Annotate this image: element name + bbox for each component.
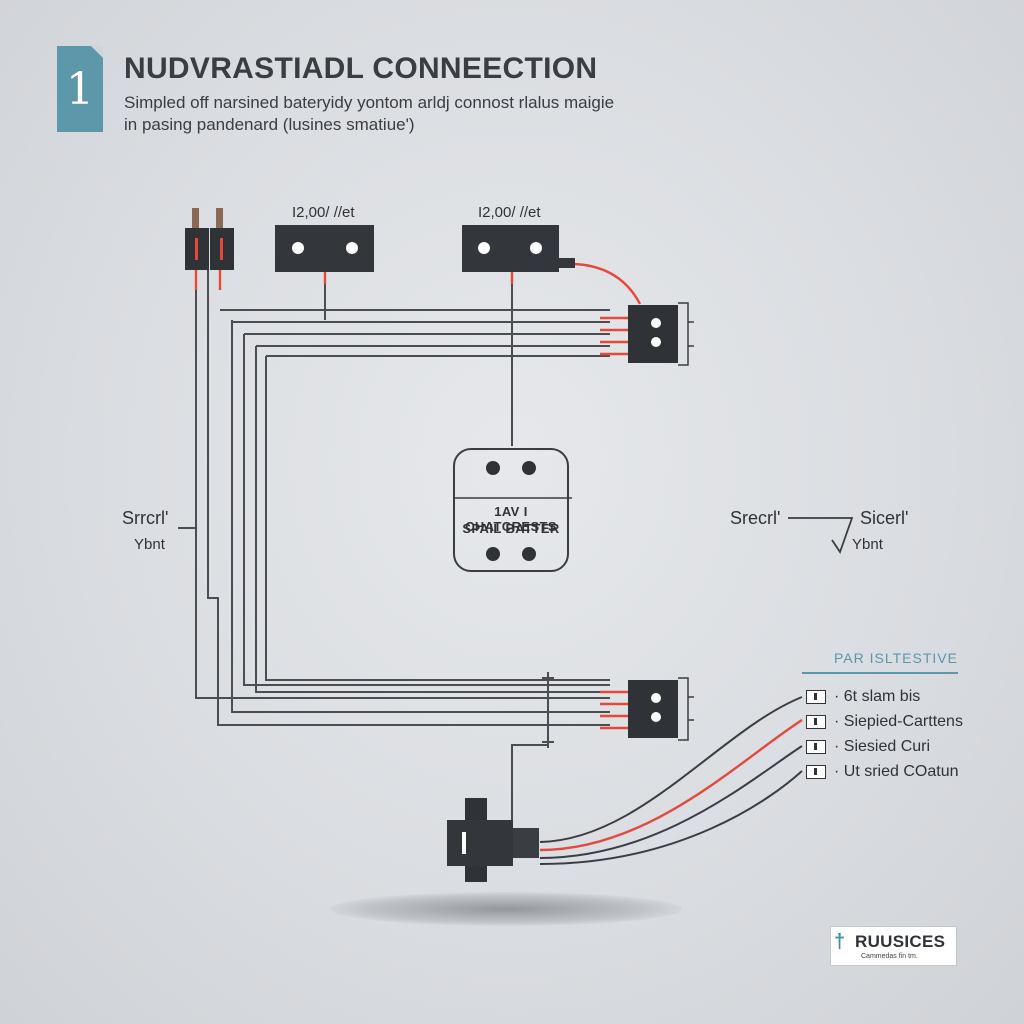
wire-1 (195, 270, 610, 699)
page-subtitle: Simpled off narsined bateryidy yontom ar… (124, 92, 684, 136)
fuse-pair (185, 208, 234, 270)
legend-item-label: · 6t slam bis (834, 688, 921, 705)
battery: 1AV I CHATCRESTS SPAIL BATTER (453, 448, 569, 572)
legend-item: · Ut sried COatun (806, 763, 958, 781)
brand-name: RUUSICES (855, 932, 946, 951)
red-pins-top (600, 316, 628, 356)
battery-label-line-1: 1AV I CHATCRESTS (465, 504, 557, 534)
wire-bundle-main (178, 270, 610, 820)
red-wire-legend (539, 718, 803, 852)
wire-7 (255, 346, 610, 693)
component-1 (275, 225, 374, 272)
legend-item: · Siesied Curi (806, 738, 930, 756)
step-number-badge: 1 (57, 46, 103, 132)
legend-fuse-icon (806, 765, 826, 779)
legend-divider (802, 672, 958, 674)
connector-bottom (628, 677, 694, 741)
wire-2 (207, 270, 610, 726)
badge-number: 1 (66, 63, 94, 115)
legend-harness (539, 696, 803, 865)
connector-top (628, 302, 694, 366)
probe-ticks (542, 677, 554, 743)
red-pins-bottom (600, 690, 628, 730)
wire-3 (231, 320, 610, 713)
right-switch-right-label: Sicerl' (860, 508, 909, 528)
right-switch-left-label: Srecrl' (730, 508, 781, 528)
battery-label-line-2: SPAIL BATTER (462, 521, 560, 536)
brand-logo: † RUUSICES Cammedas fin tm. (830, 926, 957, 966)
left-switch-label: Srrcrl' (122, 508, 169, 528)
legend-item-label: · Ut sried COatun (834, 763, 959, 780)
switch-symbol-right (788, 517, 854, 554)
left-switch-sublabel: Ybnt (134, 536, 165, 553)
legend-item: · Siepied-Carttens (806, 713, 963, 731)
battery-terminals (453, 461, 572, 561)
legend-fuse-icon (806, 715, 826, 729)
plug-connector (447, 798, 539, 882)
ground-shadow (330, 892, 682, 926)
subtitle-line-1: Simpled off narsined bateryidy yontom ar… (124, 93, 615, 112)
wire-8 (265, 356, 610, 681)
legend-item-label: · Siesied Curi (834, 738, 931, 755)
component-1-label: I2,00/ //et (292, 204, 355, 221)
right-switch-sublabel: Ybnt (852, 536, 883, 553)
component-2-label: I2,00/ //et (478, 204, 541, 221)
harness-wire-1 (539, 696, 803, 843)
wire-bundle-red (194, 262, 803, 852)
brand-mark-icon: † (834, 931, 846, 953)
component-2 (462, 225, 575, 272)
legend-fuse-icon (806, 690, 826, 704)
legend-item-label: · Siepied-Carttens (834, 713, 963, 730)
subtitle-line-2: in pasing pandenard (lusines smatiue') (124, 115, 415, 134)
legend-item: · 6t slam bis (806, 688, 920, 706)
legend-fuse-icon (806, 740, 826, 754)
red-wire-top-connector (573, 262, 642, 305)
legend-title: PAR ISLTESTIVE (834, 650, 958, 666)
harness-wire-4 (539, 770, 803, 865)
wire-6 (243, 334, 610, 686)
harness-wire-3 (539, 745, 803, 859)
wire-connector-feed (511, 744, 548, 820)
page-title: NUDVRASTIADL CONNEECTION (124, 52, 598, 85)
brand-tagline: Cammedas fin tm. (861, 953, 918, 960)
